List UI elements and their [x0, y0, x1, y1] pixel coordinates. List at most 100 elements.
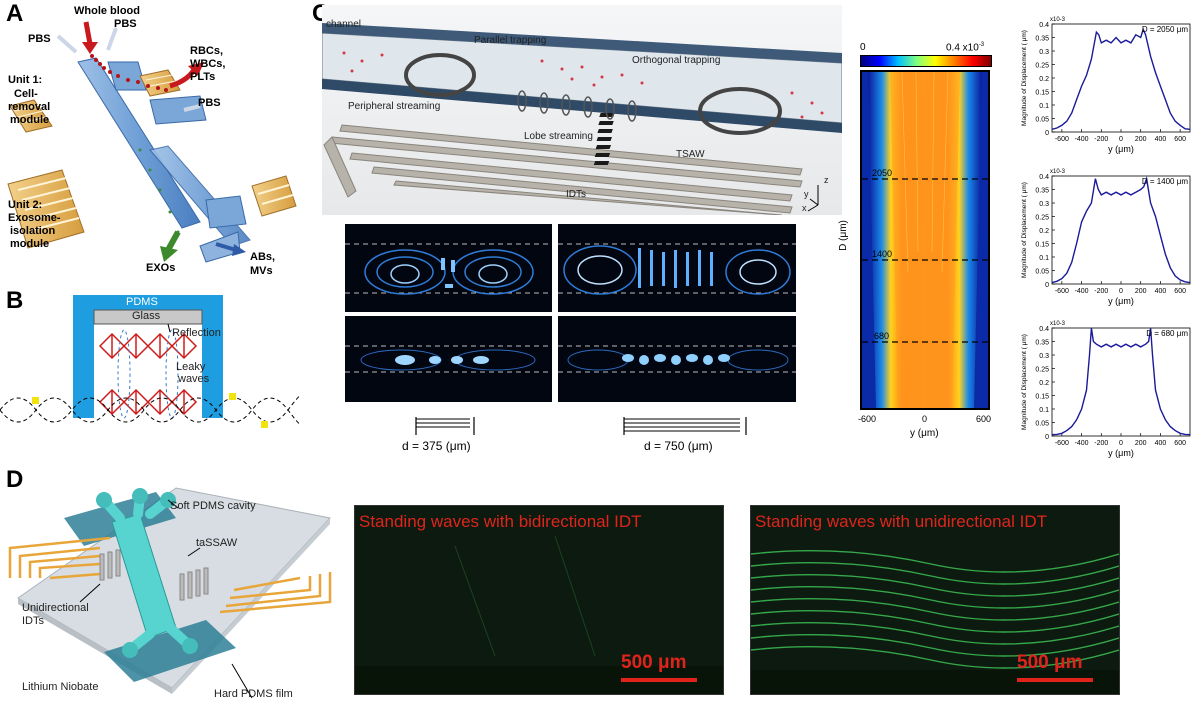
- y-tick-label: 0.25: [1035, 215, 1049, 222]
- x-tick-label: -400: [1075, 136, 1089, 143]
- x-tick-label: 600: [1174, 288, 1186, 295]
- idt-unit1-right: [139, 69, 181, 97]
- line-chart-1: 00.050.10.150.20.250.30.350.4-600-400-20…: [1021, 169, 1191, 306]
- label-d750: d = 750 (μm): [644, 439, 713, 453]
- chart-title: D = 680 μm: [1146, 329, 1188, 338]
- label-soft-pdms: Soft PDMS cavity: [170, 500, 256, 512]
- streaming-image-bottom-right-art: [558, 345, 796, 373]
- plot-frame: [1051, 23, 1191, 133]
- y-exponent: x10-3: [1050, 17, 1066, 23]
- unidirectional-title: Standing waves with unidirectional IDT: [755, 512, 1047, 531]
- y-exponent: x10-3: [1050, 169, 1066, 175]
- y-tick-label: 0: [1045, 282, 1049, 289]
- idt-unit2-right: [251, 175, 297, 217]
- x-tick-label: 600: [1174, 136, 1186, 143]
- x-tick-label: 200: [1135, 288, 1147, 295]
- label-pbs-right: PBS: [114, 18, 137, 30]
- whole-blood-arrow: [83, 21, 93, 45]
- x-tick-label: -200: [1094, 136, 1108, 143]
- label-unit2-line3: isolation: [10, 225, 56, 237]
- chart-title: D = 2050 μm: [1142, 25, 1189, 34]
- label-mvs: MVs: [250, 265, 273, 277]
- label-pdms: PDMS: [126, 296, 158, 308]
- exos-arrow: [165, 230, 181, 252]
- y-tick-label: 0.35: [1035, 340, 1049, 347]
- panel-c-schematic: channel Parallel trapping Orthogonal tra…: [322, 5, 842, 215]
- streaming-image-top-right-art: [558, 243, 796, 295]
- heatmap-mark-1400: 1400: [872, 249, 893, 259]
- bidirectional-scale-label: 500 μm: [621, 652, 687, 673]
- y-axis-label: Magnitude of Displacement ( μm): [1021, 182, 1028, 278]
- label-reflection: Reflection: [172, 327, 221, 339]
- tsaw-stack: [593, 113, 615, 165]
- axis-triad: [807, 185, 819, 212]
- y-tick-label: 0.4: [1039, 22, 1049, 29]
- y-tick-label: 0.25: [1035, 367, 1049, 374]
- x-tick-label: -600: [1055, 288, 1069, 295]
- label-idts: IDTs: [566, 189, 586, 200]
- label-d375: d = 375 (μm): [402, 439, 471, 453]
- x-axis-label: y (μm): [1108, 296, 1134, 306]
- x-tick-label: -600: [1055, 136, 1069, 143]
- y-tick-label: 0: [1045, 434, 1049, 441]
- x-tick-label: 400: [1155, 288, 1167, 295]
- streaming-image-bottom-right: [558, 316, 796, 402]
- label-hard-pdms: Hard PDMS film: [214, 688, 293, 700]
- label-unidirectional-line1: Unidirectional: [22, 602, 89, 614]
- heatmap-mark-680: 680: [874, 331, 890, 341]
- idt-left: [8, 536, 111, 580]
- x-axis-label: y (μm): [1108, 448, 1134, 458]
- label-unit1-line4: module: [10, 114, 50, 126]
- x-axis-label: y (μm): [1108, 144, 1134, 154]
- vortex-right: [698, 87, 782, 135]
- heatmap-xtick-neg: -600: [858, 414, 877, 424]
- pbs-right-arrow: [106, 27, 118, 51]
- abs-arrow: [215, 242, 237, 252]
- label-lobe-streaming: Lobe streaming: [524, 131, 593, 142]
- label-leaky-line1: Leaky: [176, 361, 206, 373]
- unidirectional-scale-label: 500 μm: [1017, 652, 1083, 673]
- y-axis-label: Magnitude of Displacement ( μm): [1021, 30, 1028, 126]
- label-tsaw: TSAW: [676, 149, 705, 160]
- lobe-rings: [517, 90, 637, 122]
- label-rbcs: RBCs,: [190, 45, 224, 57]
- scale-bracket-750: [623, 417, 747, 435]
- streaming-image-top-right: [558, 224, 796, 312]
- label-exos: EXOs: [146, 262, 176, 274]
- particle-trail: [90, 54, 168, 92]
- x-tick-label: 0: [1119, 440, 1123, 447]
- streaming-image-top-left: [345, 224, 552, 312]
- heatmap-art: [862, 72, 988, 408]
- label-abs: ABs,: [250, 251, 276, 263]
- displacement-series-line: [1051, 327, 1191, 436]
- label-lithium-niobate: Lithium Niobate: [22, 681, 99, 693]
- displacement-series-line: [1051, 27, 1191, 130]
- heatmap-xlabel: y (μm): [910, 428, 939, 439]
- panel-letter-d: D: [6, 466, 24, 493]
- label-axis-z: z: [824, 175, 829, 185]
- x-tick-label: -200: [1094, 440, 1108, 447]
- colorbar-max-exponent: -3: [978, 42, 985, 48]
- y-tick-label: 0.35: [1035, 36, 1049, 43]
- y-tick-label: 0.3: [1039, 201, 1049, 208]
- y-exponent: x10-3: [1050, 321, 1066, 327]
- y-tick-label: 0.1: [1039, 103, 1049, 110]
- label-pbs-left: PBS: [28, 33, 51, 45]
- y-tick-label: 0.1: [1039, 255, 1049, 262]
- y-tick-label: 0.3: [1039, 353, 1049, 360]
- heatmap-xtick-pos: 600: [976, 414, 992, 424]
- label-parallel-trapping: Parallel trapping: [474, 35, 547, 46]
- label-leaky-line2: waves: [178, 373, 210, 385]
- y-tick-label: 0.05: [1035, 421, 1049, 428]
- label-unit2-line4: module: [10, 238, 50, 250]
- idt-unit1-left: [9, 99, 53, 133]
- channel-unit1: [77, 57, 201, 229]
- unidirectional-scale-bar: [1017, 678, 1093, 682]
- x-tick-label: 200: [1135, 440, 1147, 447]
- heatmap-image: [860, 70, 990, 410]
- label-pbs-mid: PBS: [198, 97, 221, 109]
- y-tick-label: 0.35: [1035, 188, 1049, 195]
- colorbar-max-label: 0.4 x10-3: [946, 42, 984, 53]
- streaming-image-bottom-left: [345, 316, 552, 402]
- glass-slab: [93, 309, 203, 325]
